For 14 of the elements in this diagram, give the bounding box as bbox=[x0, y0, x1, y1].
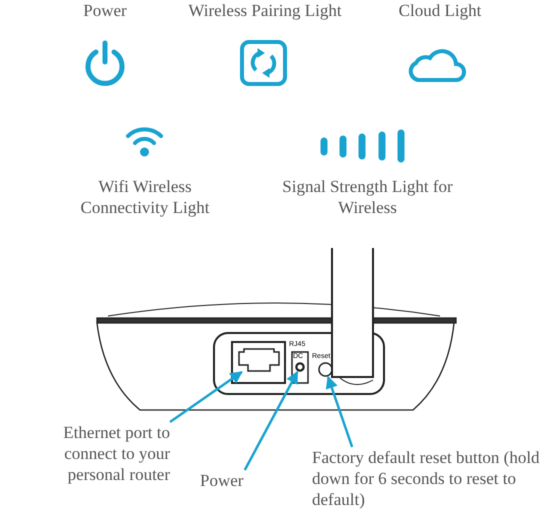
icon-label: Cloud Light bbox=[398, 0, 482, 21]
reset-button bbox=[318, 362, 333, 377]
leader-arrow bbox=[244, 370, 298, 471]
leader-arrow bbox=[326, 376, 354, 448]
callout-text: Factory default reset button (hold down for 6 seconds to reset to default) bbox=[312, 447, 548, 510]
callout-text: Ethernet port to connect to your personal router bbox=[8, 422, 170, 485]
icon-label: Wireless Pairing Light bbox=[187, 0, 343, 21]
icon-label: Wifi Wireless Connectivity Light bbox=[80, 176, 210, 218]
callout-text: Power bbox=[200, 470, 256, 491]
power-jack bbox=[295, 362, 305, 372]
ethernet-port bbox=[238, 348, 280, 372]
leader-arrow bbox=[169, 370, 243, 424]
icon-label: Power bbox=[82, 0, 128, 21]
icon-label: Signal Strength Light for Wireless bbox=[281, 176, 454, 218]
